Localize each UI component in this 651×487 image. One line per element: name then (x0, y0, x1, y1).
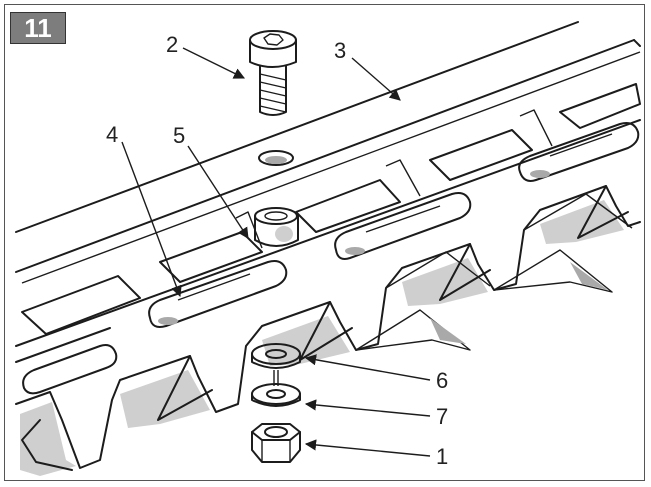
nut-part-1 (251, 423, 301, 463)
guide-bar (15, 21, 641, 284)
screw-part-2 (249, 30, 297, 116)
callout-3: 3 (334, 38, 346, 63)
lower-blade (15, 119, 641, 476)
callout-4: 4 (106, 122, 118, 147)
upper-blade-slots (21, 83, 641, 335)
spacer-bushing-part-5 (254, 207, 299, 247)
callout-6: 6 (436, 368, 448, 393)
spring-washer-part-7 (251, 383, 301, 407)
callout-5: 5 (173, 123, 185, 148)
callout-2: 2 (166, 32, 178, 57)
callout-1: 1 (436, 444, 448, 469)
callout-7: 7 (436, 404, 448, 429)
leader-lines (121, 47, 431, 457)
figure-number-badge: 11 (10, 12, 66, 44)
